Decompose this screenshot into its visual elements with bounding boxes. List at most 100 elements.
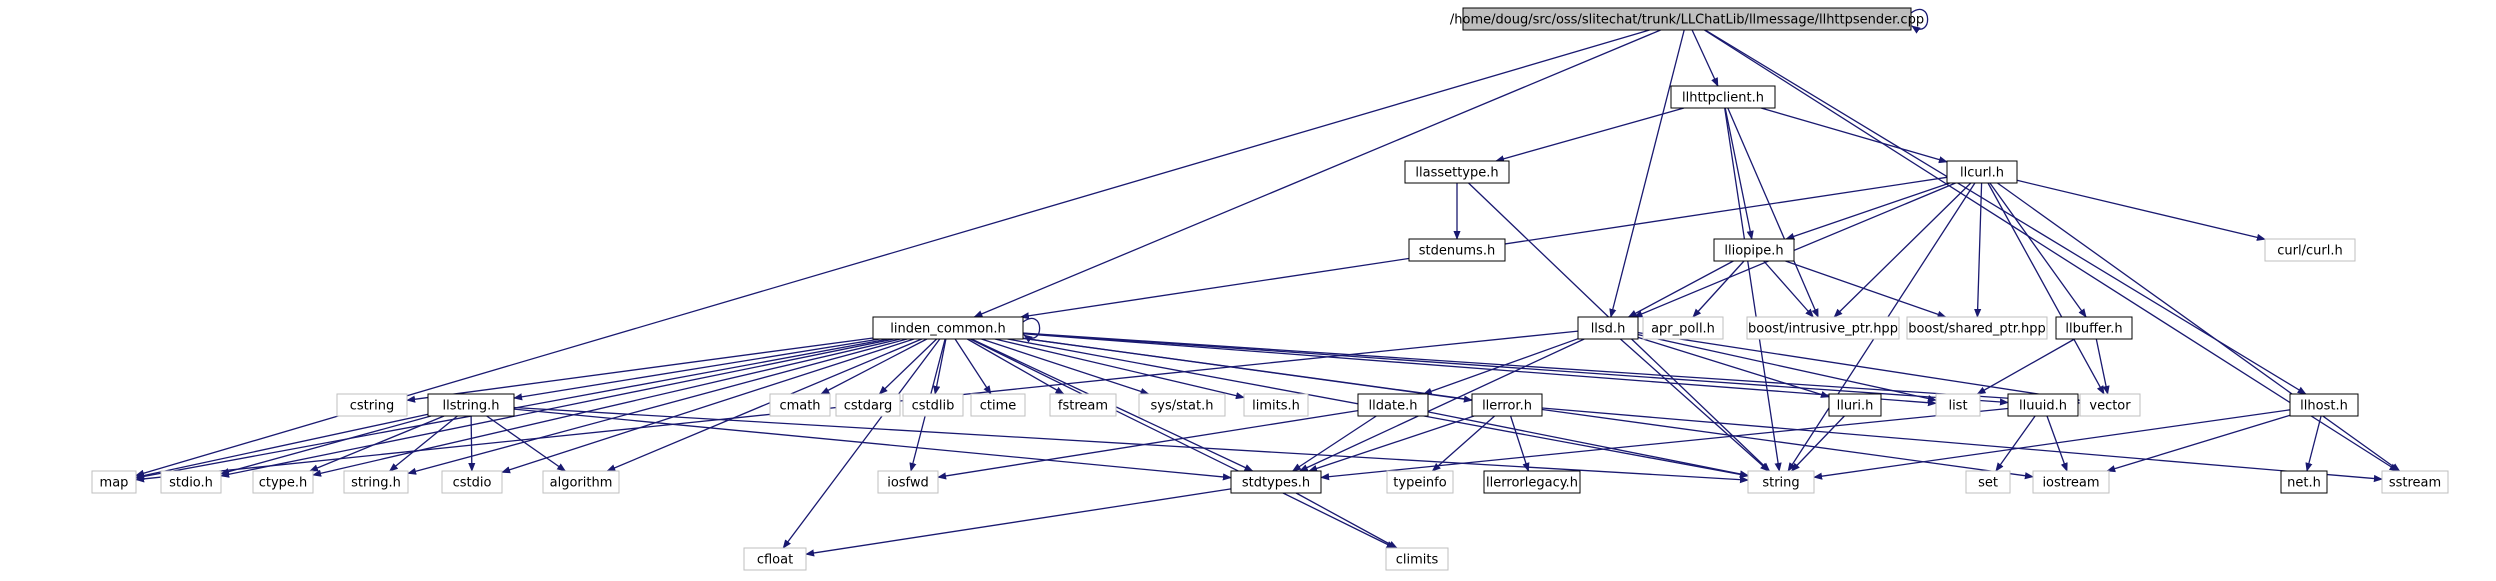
- node-box: [970, 393, 1026, 417]
- node-lldate[interactable]: lldate.h: [1357, 393, 1429, 417]
- node-sstream: sstream: [2381, 470, 2449, 494]
- node-box: [2079, 393, 2141, 417]
- node-limits: limits.h: [1243, 393, 1309, 417]
- edge-llsd-to-vector: [1637, 331, 2081, 403]
- edge-linden_common-to-llstring: [513, 338, 881, 401]
- node-box: [1138, 393, 1226, 417]
- node-label: cfloat: [757, 553, 793, 568]
- edge-llerror-to-sstream: [1541, 407, 2383, 483]
- node-label: cstdarg: [844, 399, 893, 414]
- edge-linden_common-to-ctype: [312, 338, 901, 477]
- node-box: [1965, 470, 2011, 494]
- edge-llerror-to-typeinfo: [1431, 415, 1496, 472]
- edge-linden_common-to-cstdlib: [933, 338, 947, 395]
- edge-llstring-to-cstdio: [468, 415, 476, 472]
- node-linden_common[interactable]: linden_common.h: [872, 316, 1024, 340]
- edge-linden_common-to-climits: [970, 338, 1396, 549]
- node-box: [91, 470, 137, 494]
- node-box: [1935, 393, 1981, 417]
- node-cstdarg: cstdarg: [835, 393, 901, 417]
- node-label: limits.h: [1252, 399, 1300, 414]
- edge-llsd-to-stdtypes: [1298, 338, 1585, 472]
- node-box: [1408, 238, 1506, 262]
- node-root[interactable]: /home/doug/src/oss/slitechat/trunk/LLCha…: [1450, 7, 1924, 31]
- edge-linden_common-to-sysstat: [981, 338, 1150, 395]
- edge-llstring-to-stdio: [220, 415, 432, 476]
- node-label: typeinfo: [1393, 476, 1446, 491]
- node-box: [1747, 470, 1815, 494]
- edge-linden_common-to-algorithm: [606, 338, 923, 472]
- edge-llerror-to-stdtypes: [1308, 415, 1475, 472]
- node-label: llbuffer.h: [2065, 322, 2122, 337]
- edge-llbuffer-to-vector: [2095, 338, 2110, 395]
- edge-llcurl-to-intrusive: [1833, 182, 1972, 318]
- edge-llcurl-to-curl: [2016, 179, 2266, 241]
- edge-llstring-to-map: [135, 413, 429, 480]
- node-lluri[interactable]: lluri.h: [1828, 393, 1882, 417]
- edge-root-to-sstream: [1703, 29, 2399, 472]
- edge-llbuffer-to-list: [1976, 338, 2075, 395]
- node-llcurl[interactable]: llcurl.h: [1946, 160, 2018, 184]
- node-label: lluuid.h: [2019, 399, 2067, 414]
- node-box: [2264, 238, 2356, 262]
- node-box: [769, 393, 831, 417]
- node-box: [542, 470, 620, 494]
- edge-linden_common-to-fstream: [966, 338, 1065, 395]
- node-box: [1906, 316, 2048, 340]
- edge-llcurl-to-lliopipe: [1785, 182, 1951, 240]
- node-curl: curl/curl.h: [2264, 238, 2356, 262]
- node-iosfwd: iosfwd: [877, 470, 939, 494]
- node-llhttpclient[interactable]: llhttpclient.h: [1670, 85, 1776, 109]
- node-label: llerror.h: [1482, 399, 1532, 414]
- edge-stdtypes-to-climits: [1295, 492, 1398, 549]
- node-llsd[interactable]: llsd.h: [1577, 316, 1639, 340]
- node-box: [336, 393, 408, 417]
- edge-llhttpclient-to-lliopipe: [1724, 107, 1754, 240]
- node-llstring[interactable]: llstring.h: [427, 393, 515, 417]
- node-label: cstdio: [453, 476, 492, 491]
- node-stdtypes[interactable]: stdtypes.h: [1230, 470, 1322, 494]
- edge-llhttpclient-to-llcurl: [1760, 107, 1948, 164]
- dependency-edges: [135, 8, 2401, 557]
- node-label: boost/shared_ptr.hpp: [1908, 322, 2046, 337]
- edge-linden_common-to-stringh: [407, 338, 908, 475]
- edge-llstring-to-ctype: [309, 415, 445, 472]
- node-label: llcurl.h: [1960, 166, 2004, 181]
- node-stdenums[interactable]: stdenums.h: [1408, 238, 1506, 262]
- node-label: list: [1948, 399, 1967, 414]
- edge-lliopipe-to-intrusive: [1763, 260, 1814, 318]
- node-stdio: stdio.h: [160, 470, 222, 494]
- node-cstdio: cstdio: [441, 470, 503, 494]
- node-box: [441, 470, 503, 494]
- node-llbuffer[interactable]: llbuffer.h: [2055, 316, 2133, 340]
- node-lliopipe[interactable]: lliopipe.h: [1713, 238, 1795, 262]
- node-label: ctime: [980, 399, 1017, 414]
- node-box: [1483, 470, 1581, 494]
- node-nethdr[interactable]: net.h: [2280, 470, 2328, 494]
- node-box: [1713, 238, 1795, 262]
- node-fstream: fstream: [1049, 393, 1117, 417]
- node-box: [1746, 316, 1900, 340]
- node-llhost[interactable]: llhost.h: [2289, 393, 2359, 417]
- node-box: [252, 470, 314, 494]
- node-label: llstring.h: [443, 399, 500, 414]
- node-set: set: [1965, 470, 2011, 494]
- node-label: ctype.h: [259, 476, 308, 491]
- node-box: [2381, 470, 2449, 494]
- edge-llcurl-to-sstream: [1997, 182, 2401, 472]
- edge-lldate-to-string: [1427, 411, 1749, 478]
- node-label: sstream: [2389, 476, 2441, 491]
- edge-lliopipe-to-shared: [1785, 260, 1947, 318]
- node-llerrorlegacy[interactable]: llerrorlegacy.h: [1483, 470, 1581, 494]
- edge-linden_common-to-cmath: [820, 338, 928, 395]
- edge-llsd-to-string: [1619, 338, 1770, 472]
- node-intrusive: boost/intrusive_ptr.hpp: [1746, 316, 1900, 340]
- node-llerror[interactable]: llerror.h: [1471, 393, 1543, 417]
- edge-llsd-to-list: [1637, 333, 1937, 402]
- node-lluuid[interactable]: lluuid.h: [2007, 393, 2079, 417]
- node-label: cstdlib: [912, 399, 955, 414]
- node-llassettype[interactable]: llassettype.h: [1404, 160, 1510, 184]
- edge-root-to-llsd: [1609, 29, 1685, 318]
- node-label: iostream: [2042, 476, 2099, 491]
